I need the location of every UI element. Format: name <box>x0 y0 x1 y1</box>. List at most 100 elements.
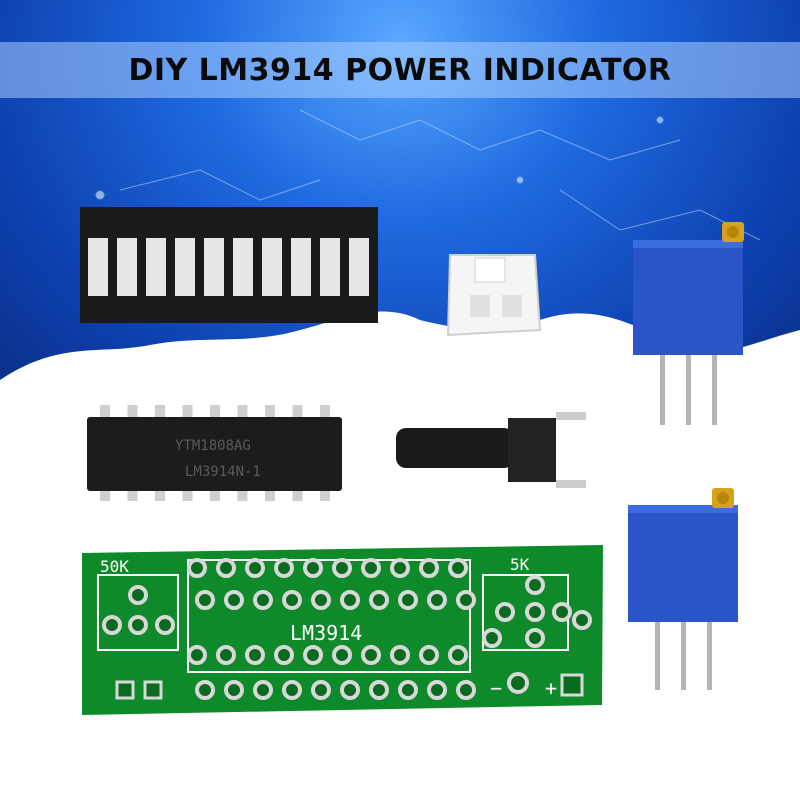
pcb-pad <box>419 645 439 665</box>
chip-pin <box>320 489 330 501</box>
pcb-pad <box>340 680 360 700</box>
pcb-pad <box>216 645 236 665</box>
pcb-pad <box>332 645 352 665</box>
lm3914-chip: YTM1808AG LM3914N-1 <box>87 405 342 501</box>
chip-pin <box>210 405 220 419</box>
pcb-pad <box>398 590 418 610</box>
pcb-pad <box>332 558 352 578</box>
led-segment <box>117 238 137 296</box>
pcb-pad <box>456 680 476 700</box>
pcb-pad <box>398 680 418 700</box>
pcb-pad <box>187 645 207 665</box>
pcb-label-lm3914: LM3914 <box>290 621 362 645</box>
pcb-pad <box>274 558 294 578</box>
pcb-pad <box>195 590 215 610</box>
pcb-pad <box>253 680 273 700</box>
pcb-label-minus: − <box>490 676 502 700</box>
chip-pin <box>292 405 303 419</box>
pcb-label-plus: + <box>545 676 557 700</box>
led-segment <box>88 238 108 296</box>
led-segment <box>175 238 195 296</box>
pcb-pad <box>195 680 215 700</box>
chip-pin <box>127 405 138 419</box>
pcb-pad <box>224 590 244 610</box>
pcb-pad <box>361 558 381 578</box>
pcb-pad <box>448 558 468 578</box>
chip-pin <box>237 489 248 501</box>
pcb-pad <box>216 558 236 578</box>
pcb-board: 50K LM3914 5K − + <box>82 545 603 715</box>
pcb-pad <box>303 558 323 578</box>
chip-pin <box>182 489 193 501</box>
chip-pin <box>265 405 275 419</box>
pcb-pad <box>102 615 122 635</box>
led-segment <box>262 238 282 296</box>
tactile-switch <box>396 412 586 488</box>
pcb-square-pad <box>560 673 584 697</box>
chip-marking-line1: YTM1808AG <box>175 438 251 454</box>
led-segment <box>146 238 166 296</box>
led-segment <box>320 238 340 296</box>
pcb-pad <box>274 645 294 665</box>
pcb-pad <box>282 680 302 700</box>
pcb-pad <box>419 558 439 578</box>
page-title: DIY LM3914 POWER INDICATOR <box>128 52 672 88</box>
pcb-pad <box>253 590 273 610</box>
pcb-pad <box>245 645 265 665</box>
led-segments <box>88 238 369 296</box>
pcb-pad <box>427 590 447 610</box>
pcb-pad <box>311 590 331 610</box>
chip-marking-line2: LM3914N-1 <box>185 464 261 480</box>
pcb-pad <box>390 645 410 665</box>
pcb-pad <box>128 615 148 635</box>
pcb-pad <box>224 680 244 700</box>
chip-pin <box>237 405 248 419</box>
pcb-pad <box>448 645 468 665</box>
pcb-label-5k: 5K <box>510 555 530 574</box>
jumper-connector <box>446 254 542 337</box>
pcb-pad <box>311 680 331 700</box>
pcb-pad <box>572 610 592 630</box>
chip-pin <box>155 489 165 501</box>
pcb-square-pad <box>115 680 135 700</box>
pcb-pad <box>495 602 515 622</box>
chip-pin <box>210 489 220 501</box>
pcb-pad <box>245 558 265 578</box>
potentiometer-bottom <box>628 488 738 690</box>
led-segment <box>204 238 224 296</box>
pcb-pad <box>390 558 410 578</box>
chip-pin <box>100 489 110 501</box>
pcb-square-pad <box>143 680 163 700</box>
led-segment <box>349 238 369 296</box>
pcb-pad <box>525 602 545 622</box>
title-banner: DIY LM3914 POWER INDICATOR <box>0 42 800 98</box>
pcb-pad <box>369 590 389 610</box>
pcb-pad <box>552 602 572 622</box>
chip-pin <box>320 405 330 419</box>
chip-pin <box>100 405 110 419</box>
pcb-pad <box>128 585 148 605</box>
led-bar-graph <box>80 207 378 323</box>
chip-pin <box>127 489 138 501</box>
pcb-pad <box>482 628 502 648</box>
chip-pin <box>292 489 303 501</box>
pcb-pad <box>187 558 207 578</box>
pcb-pad <box>361 645 381 665</box>
pcb-pad <box>525 575 545 595</box>
chip-pin <box>182 405 193 419</box>
pcb-pad <box>303 645 323 665</box>
chip-pin <box>155 405 165 419</box>
led-segment <box>233 238 253 296</box>
pcb-pad <box>155 615 175 635</box>
pcb-solder-pads <box>102 558 592 700</box>
pcb-pad <box>282 590 302 610</box>
world-map-decoration <box>95 109 761 241</box>
pcb-pad <box>456 590 476 610</box>
pcb-pad <box>369 680 389 700</box>
pcb-pad <box>427 680 447 700</box>
pcb-label-50k: 50K <box>100 557 129 576</box>
pcb-pad <box>340 590 360 610</box>
pcb-pad <box>525 628 545 648</box>
led-segment <box>291 238 311 296</box>
